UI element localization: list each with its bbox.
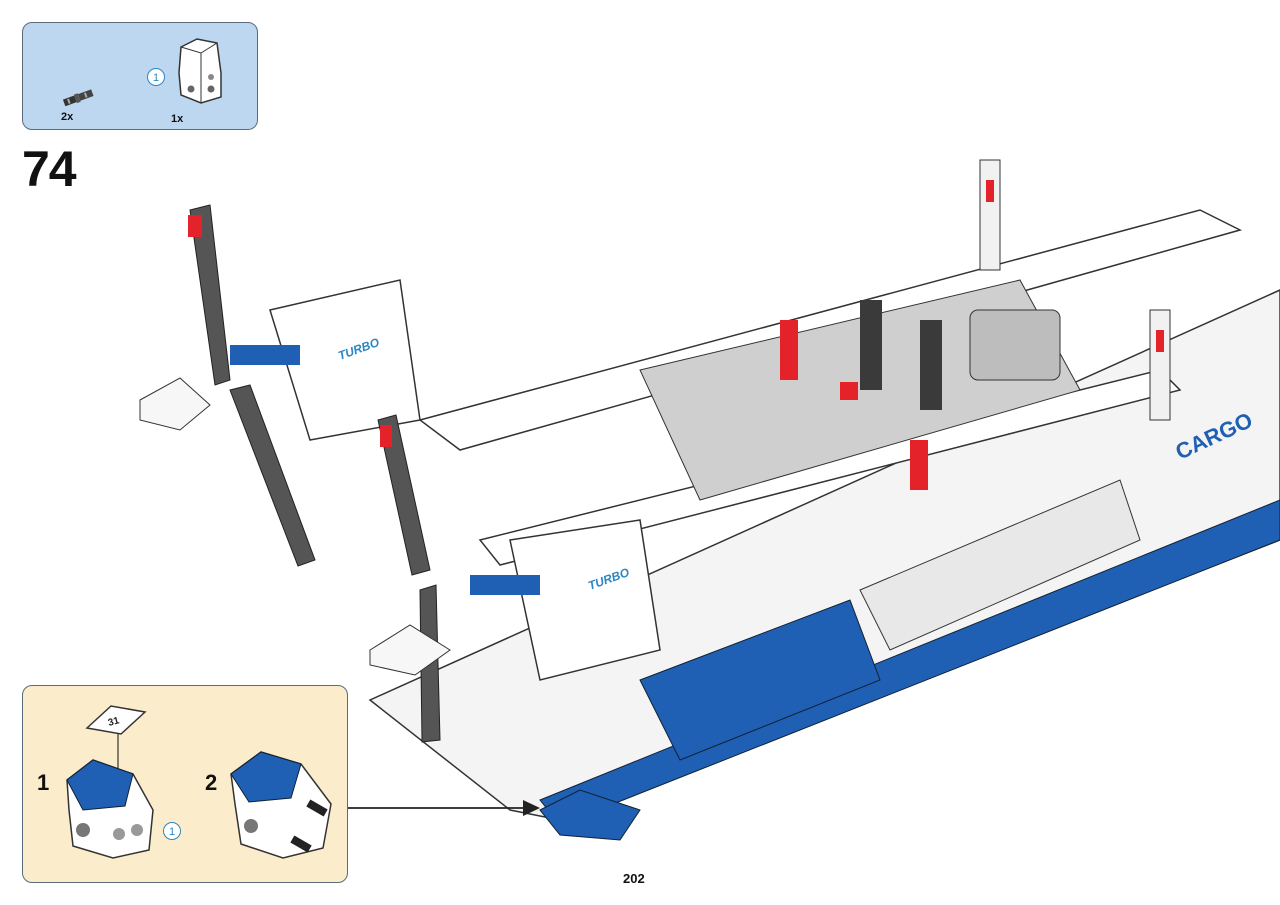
panel-part-icon <box>178 38 222 104</box>
panel-part-quantity: 1x <box>171 113 184 125</box>
page-number: 202 <box>623 871 645 886</box>
axle-pin-icon <box>62 89 94 107</box>
sub-step-2-number: 2 <box>205 770 218 795</box>
aircraft-model-illustration: CARGO TURBO TURBO <box>139 159 1280 841</box>
parts-list-box: 2x 1 1x <box>22 22 258 130</box>
sub-step-1-panel-icon <box>66 759 154 859</box>
axle-pin-quantity: 2x <box>61 111 74 123</box>
assembly-arrow <box>348 800 540 816</box>
decal-label: 31 <box>107 715 121 729</box>
step-number: 74 <box>22 141 77 197</box>
sub-step-2-panel-icon <box>230 751 332 859</box>
sub-step-1-callout: 1 <box>163 822 181 840</box>
parts-callout-number: 1 <box>147 68 165 86</box>
sub-assembly-box: 31 1 1 2 <box>22 685 348 883</box>
sub-step-1-number: 1 <box>37 770 50 795</box>
decal-sheet-icon: 31 <box>85 705 147 735</box>
